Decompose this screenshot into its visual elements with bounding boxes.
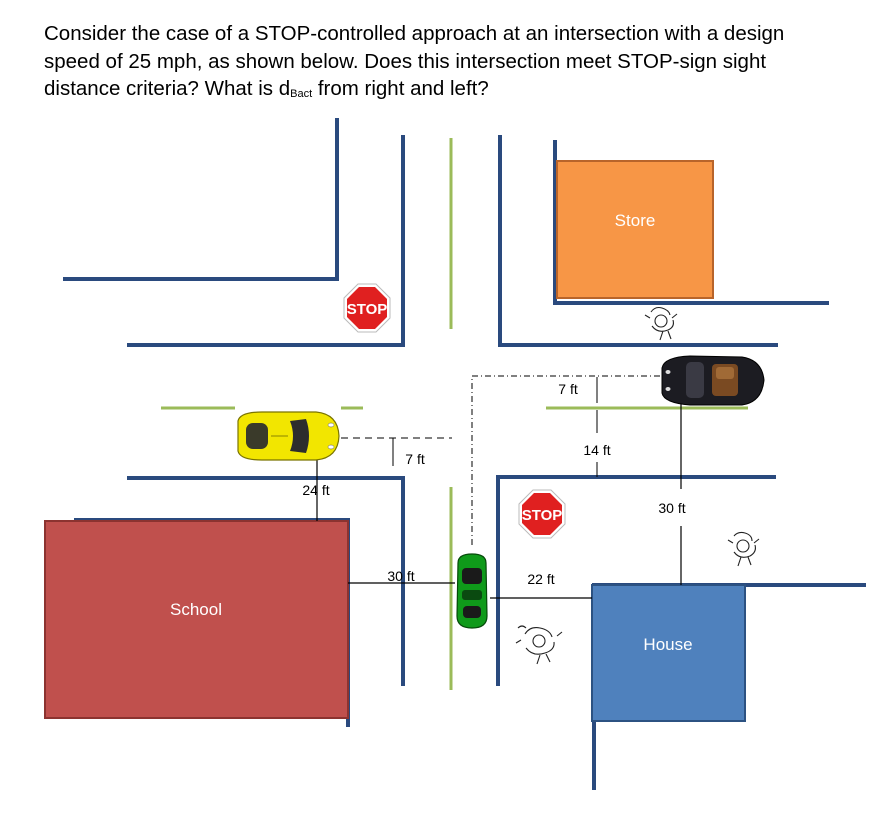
dim-label-7ft-left: 7 ft — [405, 451, 425, 467]
dim-label-14ft: 14 ft — [583, 442, 610, 458]
road-edge-nw-outer — [63, 118, 339, 281]
stop-sign-upper: STOP — [343, 283, 391, 333]
measurement-lines — [316, 375, 682, 599]
dim-label-30ft-left: 30 ft — [387, 568, 414, 584]
dim-label-30ft-right: 30 ft — [658, 500, 685, 516]
green-car — [456, 553, 488, 629]
store-label: Store — [615, 211, 656, 230]
road-edge-nw-inner — [127, 135, 405, 347]
road-edge-sw-inner — [127, 476, 405, 686]
stop-sign-lower-text: STOP — [522, 507, 563, 524]
house-label: House — [643, 635, 692, 654]
school-building — [44, 520, 349, 719]
center-lines — [161, 138, 748, 690]
road-edge-ne-inner — [498, 135, 778, 347]
yellow-car — [237, 411, 340, 461]
school-label: School — [170, 600, 222, 619]
dim-label-7ft-top: 7 ft — [558, 381, 578, 397]
question-line-1: Consider the case of a STOP-controlled a… — [44, 22, 785, 45]
pedestrian-near-store — [644, 306, 678, 341]
store-building — [556, 160, 714, 299]
question-text: Consider the case of a STOP-controlled a… — [44, 20, 864, 109]
black-car — [661, 355, 765, 406]
dim-label-24ft: 24 ft — [302, 482, 329, 498]
sight-line-dashdot — [471, 375, 662, 545]
house-building — [591, 584, 746, 722]
question-line-3-end: from right and left? — [312, 77, 489, 100]
road-edge-ne-outer — [553, 140, 829, 305]
pedestrian-crosswalk — [515, 625, 563, 665]
pedestrian-near-house — [727, 531, 760, 567]
stop-sign-lower: STOP — [518, 489, 566, 539]
road-edge-se-inner — [496, 475, 776, 686]
stop-sign-upper-text: STOP — [347, 301, 388, 318]
dim-label-22ft: 22 ft — [527, 571, 554, 587]
question-subscript: Bact — [290, 88, 313, 100]
question-line-2: speed of 25 mph, as shown below. Does th… — [44, 49, 767, 73]
question-line-3: distance criteria? What is d — [44, 77, 291, 100]
